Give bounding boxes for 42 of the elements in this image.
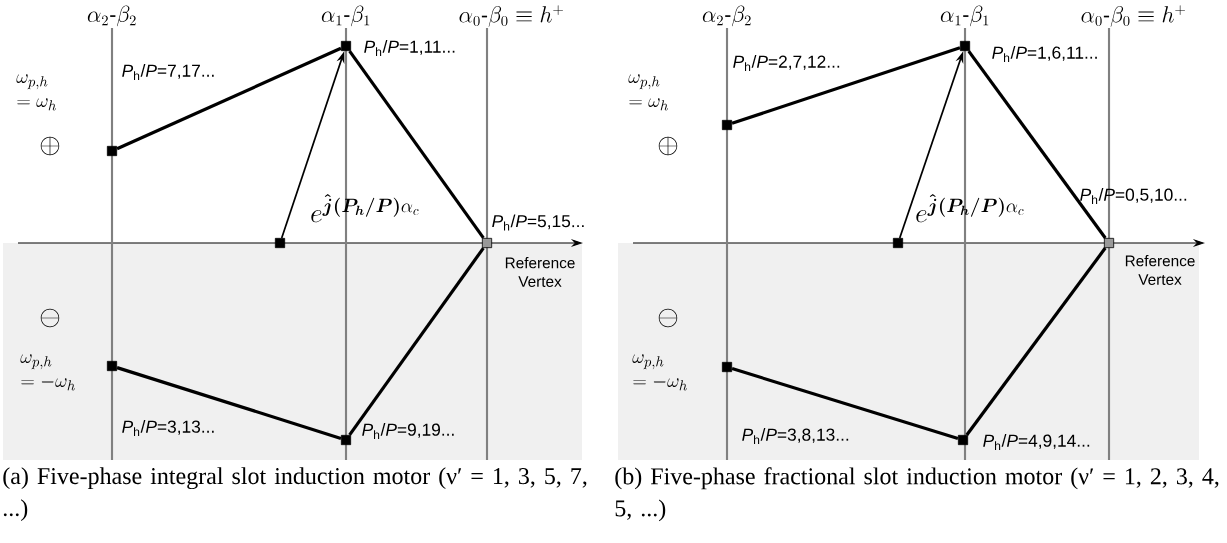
frequency-label: $\begin{array}{l}\omega_{p,h}\\ =\omega_h\end{array}$ [628,74,668,111]
vertex-marker [892,237,904,249]
vertex-label: P$_{h}$/P=3,8,13... [742,428,849,444]
line-label: $\alpha_2\mbox{-}\beta_2$ [87,5,136,27]
vertex-marker [957,434,969,446]
frequency-label: $\begin{array}{l}\omega_{p,h}\\ =\omega_h\end{array}$ [16,74,56,111]
polygon-side [348,50,485,239]
vertex-label: P$_{h}$/P=4,9,14... [983,434,1090,450]
vertex-marker [959,40,971,52]
vertex-marker [340,434,352,446]
vertex-marker [274,237,286,249]
vertex-label: P$_{h}$/P=1,6,11... [992,46,1097,62]
vertex-label: P$_{h}$/P=9,19... [362,423,454,439]
sign-symbol: $\ominus$ [40,308,60,328]
reference-vertex-label: Reference Vertex [1125,255,1195,285]
vertex-marker [106,145,118,157]
polygon-side [967,50,1107,239]
polygon-side [965,247,1107,436]
edge-label: $e^{\boldsymbol{\hat{j}(P_h/P)}\alpha_c}$ [916,193,1024,223]
vertex-marker [481,237,493,249]
edge-label: $e^{\boldsymbol{\hat{j}(P_h/P)}\alpha_c}$ [311,193,419,223]
vertex-label: P$_{h}$/P=1,11... [364,40,455,56]
vertex-marker [106,360,118,372]
polygon-side [731,367,959,440]
polygon-side [116,366,342,440]
line-label: $\alpha_0\mbox{-}\beta_0\equiv h^+$ [459,5,563,27]
vertex-label: P$_{h}$/P=0,5,10... [1080,188,1187,204]
vertex-marker [721,119,733,131]
vertex-marker [340,40,352,52]
vertex-label: P$_{h}$/P=7,17... [122,64,214,80]
polygon-side [116,46,342,151]
vertex-label: P$_{h}$/P=3,13... [122,420,214,436]
polygon-side [731,46,961,125]
vertex-marker [721,361,733,373]
vertex-label: P$_{h}$/P=5,15... [492,214,584,231]
polygon-side [348,247,485,436]
sign-symbol: $\ominus$ [658,308,678,328]
vertex-label: P$_{h}$/P=2,7,12... [733,55,840,71]
line-label: $\alpha_0\mbox{-}\beta_0\equiv h^+$ [1081,5,1185,27]
line-label: $\alpha_2\mbox{-}\beta_2$ [702,5,751,27]
vertex-marker [1103,237,1115,249]
reference-vertex-label: Reference Vertex [505,257,575,287]
